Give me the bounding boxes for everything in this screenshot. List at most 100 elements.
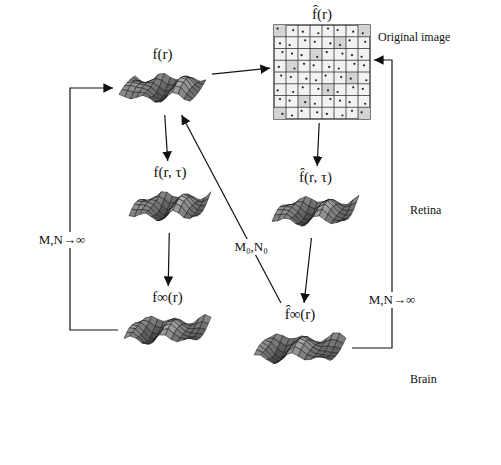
figure-node: f(r) [115,45,210,113]
flow-arrow [212,68,270,74]
surface-mesh-cell [200,199,208,207]
pixel-dot [279,42,281,44]
surface-mesh-cell [143,93,152,98]
pixel-dot [341,114,343,116]
pixel-dot [351,54,353,56]
pixel-dot [329,98,331,100]
pixel-dot [364,103,366,105]
surface-mesh-cell [177,338,186,342]
illustration-group [129,192,211,221]
pixel-dot [325,74,327,76]
pixel-dot [315,79,317,81]
pixel-dot [314,103,316,105]
flow-arrow [168,233,169,286]
flow-arrow [182,115,281,303]
function-label: f(r, τ) [125,163,215,181]
image-grid-line [274,72,370,73]
pixel-dot [337,29,339,31]
image-grid-line [274,107,370,108]
edge-label: M₀,N₀ [232,239,269,255]
pixel-dot [316,56,318,58]
pixel-dot [339,44,341,46]
pixel-dot [280,74,282,76]
image-grid-line [274,95,370,96]
stage-label: Retina [410,203,441,218]
illustration-group [124,315,211,345]
image-grid-line [346,25,347,119]
illustration-group [274,25,370,119]
surface-mesh-cell [146,211,154,217]
pixel-dot [327,89,329,91]
figure-node: f∞(r) [120,288,215,354]
figure-node: f̂(r) [272,5,372,121]
surface-mesh-cell [151,216,159,220]
figure-node: f(r, τ) [125,163,215,231]
image-grid-shade [286,60,298,72]
surface-mesh-cell [305,355,314,360]
image-grid-shade [274,25,286,37]
pixel-dot [277,27,279,29]
edge-label: M,N→∞ [367,292,417,308]
pixel-dot [292,29,294,31]
surface-mesh-cell [302,220,311,227]
image-grid-line [334,25,335,119]
surface-mesh-cell [345,210,354,216]
image-grid-shade [298,96,310,108]
flow-arrow [70,88,118,330]
surface-mesh-cell [190,216,198,219]
pixel-dot [350,78,352,80]
surface-mesh-cell [290,218,299,224]
illustration-group [254,333,346,363]
image-grid-shade [334,37,346,49]
function-label: f̂(r) [272,5,372,23]
surface-mesh-cell [342,215,351,219]
pixel-dot [303,63,305,65]
flow-arrow [317,123,319,166]
pixel-dot [326,51,328,53]
pixel-dot [301,54,303,56]
pixel-dot [337,91,339,93]
pixel-dot [365,79,367,81]
surface-mesh-cell [195,210,203,214]
pixel-dot [338,67,340,69]
pixel-dot [277,89,279,91]
pixel-dot [314,41,316,43]
surface-mesh-cell [136,337,145,343]
pixel-dot [291,114,293,116]
image-grid-shade [358,107,370,119]
pixel-dot [302,86,304,88]
flow-arrow [165,115,168,161]
illustration-group [119,74,206,103]
pixel-dot [339,99,341,101]
pixel-dot [305,78,307,80]
pixel-dot [290,76,292,78]
figure-node: f̂(r, τ) [268,168,363,236]
pixel-dot [327,27,329,29]
surface-mesh-cell [348,203,357,211]
pixel-dot [304,39,306,41]
pixel-dot [316,111,318,113]
pixel-dot [281,113,283,115]
figure-node: f̂∞(r) [250,305,350,373]
pixel-dot [353,63,355,65]
pixel-dot [326,113,328,115]
pixel-dot [317,32,319,34]
pixel-dot [340,76,342,78]
pixel-dot [328,66,330,68]
image-grid-line [358,25,359,119]
surface-mesh-cell [337,220,346,223]
surface-plot [120,306,215,354]
function-label: f̂(r, τ) [268,168,363,186]
surface-plot [115,63,210,113]
image-grid-line [274,83,370,84]
image-grid-shade [322,84,334,96]
pixel-dot [362,88,364,90]
pixel-dot [349,101,351,103]
pixel-dot [301,110,303,112]
pixel-dot [317,88,319,90]
flow-arrow [304,238,311,303]
pixel-dot [302,31,304,33]
surface-mesh-cell [149,97,158,102]
pixel-dot [313,64,315,66]
surface-mesh-cell [260,353,269,360]
